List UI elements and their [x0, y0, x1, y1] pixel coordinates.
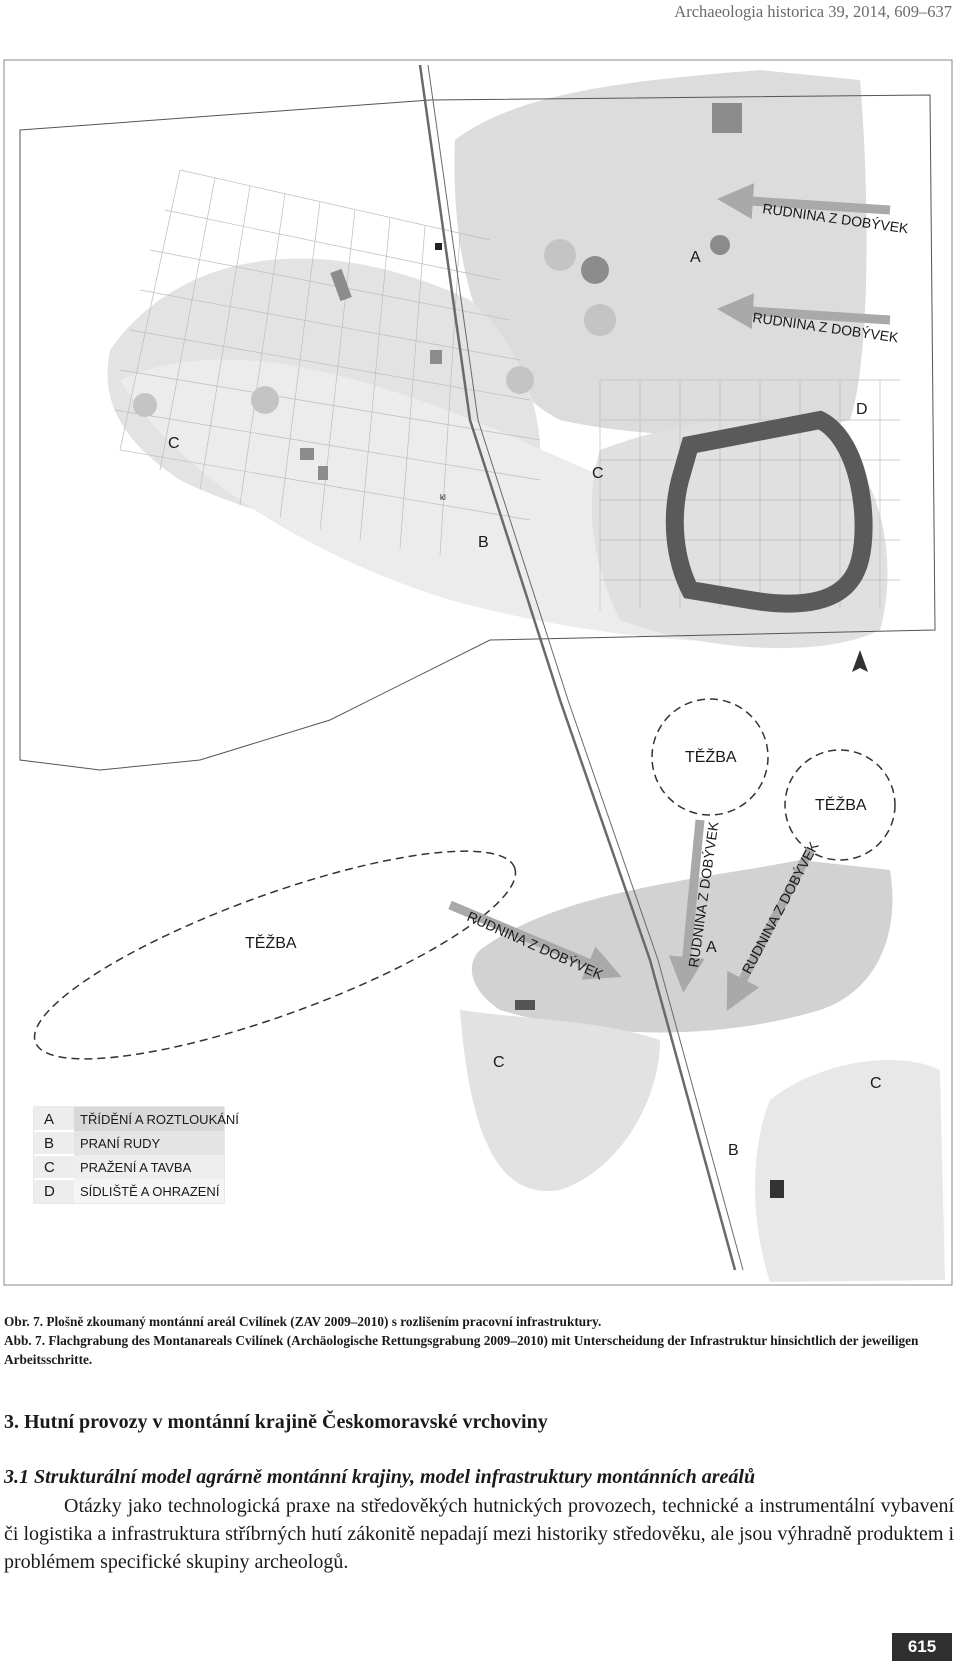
label-c-bottom-mid: C [493, 1054, 505, 1071]
legend: A TŘÍDĚNÍ A ROZTLOUKÁNÍ B PRANÍ RUDY C P… [33, 1106, 239, 1204]
label-tezba-2: TĚŽBA [815, 795, 867, 814]
label-a-bottom: A [706, 939, 717, 956]
legend-text: TŘÍDĚNÍ A ROZTLOUKÁNÍ [80, 1112, 239, 1127]
mining-circle-1 [651, 698, 769, 816]
zone-c-mid [591, 419, 888, 649]
label-c-left: C [168, 435, 180, 452]
legend-letter: C [44, 1159, 55, 1176]
legend-letter: A [44, 1111, 54, 1128]
north-arrow-icon [852, 650, 868, 672]
excavation-grid [114, 169, 900, 610]
label-kl: kl [440, 493, 446, 502]
label-b-top: B [478, 534, 489, 551]
label-d-top: D [856, 401, 868, 418]
ore-arrows [448, 183, 891, 1011]
subsection-heading: 3.1 Strukturální model agrárně montánní … [4, 1466, 756, 1488]
rampart-enclosure [665, 410, 873, 613]
site-plan-map: RUDNINA Z DOBÝVEK RUDNINA Z DOBÝVEK RUDN… [3, 59, 953, 1286]
label-tezba-1: TĚŽBA [685, 747, 737, 766]
mining-ellipse [33, 850, 517, 1060]
body-paragraph: Otázky jako technologická praxe na střed… [4, 1495, 954, 1573]
legend-text: SÍDLIŠTĚ A OHRAZENÍ [80, 1184, 220, 1199]
section-heading: 3. Hutní provozy v montánní krajině Česk… [4, 1411, 548, 1433]
road-edge [427, 64, 744, 1271]
mining-circle-2 [784, 749, 896, 861]
zone-c-bottom [460, 1010, 660, 1192]
legend-text: PRAŽENÍ A TAVBA [80, 1160, 192, 1175]
figure-caption-de: Abb. 7. Flachgrabung des Montanareals Cv… [4, 1333, 919, 1367]
archaeological-features [133, 103, 784, 1198]
label-b-bottom: B [728, 1142, 739, 1159]
zone-a-top [454, 70, 867, 435]
page-number: 615 [892, 1633, 952, 1661]
figure-caption-cz: Obr. 7. Plošně zkoumaný montánní areál C… [4, 1314, 602, 1329]
legend-text: PRANÍ RUDY [80, 1136, 161, 1151]
road [418, 64, 737, 1271]
legend-letter: B [44, 1135, 54, 1152]
label-a-top: A [690, 249, 701, 266]
excavation-boundary [19, 94, 936, 771]
legend-letter: D [44, 1183, 55, 1200]
zone-b-bottom [755, 1060, 945, 1282]
label-c-mid: C [592, 465, 604, 482]
site-plan-figure: RUDNINA Z DOBÝVEK RUDNINA Z DOBÝVEK RUDN… [3, 59, 953, 1286]
running-head: Archaeologia historica 39, 2014, 609–637 [674, 2, 952, 21]
label-c-bottom-right: C [870, 1075, 882, 1092]
label-tezba-3: TĚŽBA [245, 933, 297, 952]
